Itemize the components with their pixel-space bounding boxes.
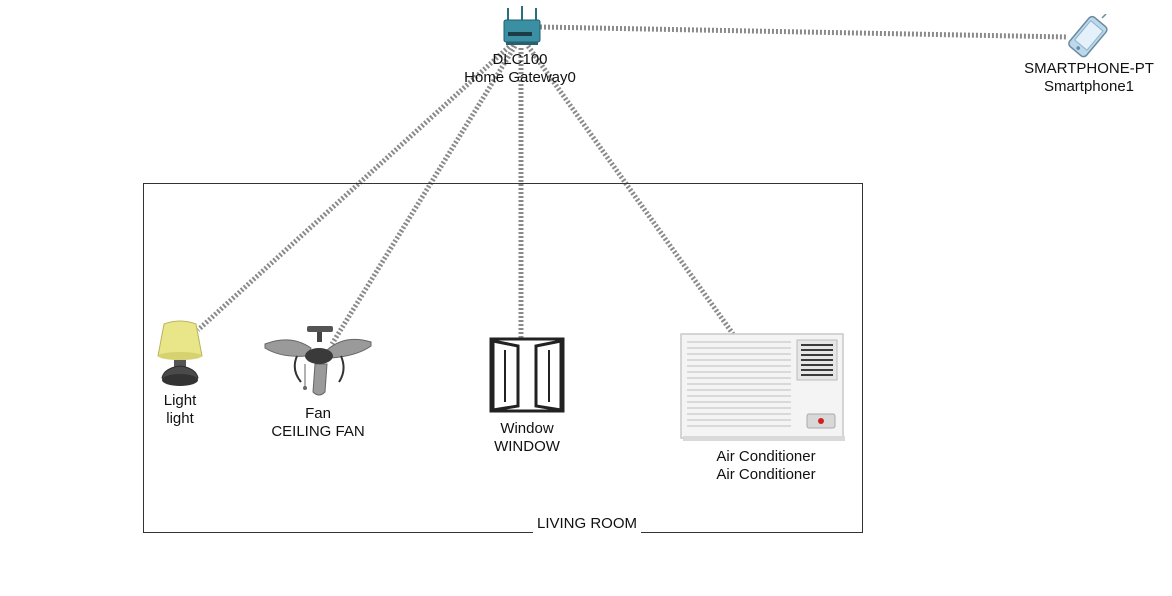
home-gateway[interactable] <box>502 6 542 48</box>
ac-device[interactable] <box>679 332 847 444</box>
window-device[interactable] <box>488 336 566 414</box>
gateway-model: DLC100 <box>492 51 548 68</box>
smartphone-label: SMARTPHONE-PT Smartphone1 <box>1024 60 1154 96</box>
light-device[interactable] <box>150 318 210 392</box>
home-gateway-icon <box>503 6 541 45</box>
window-name: WINDOW <box>494 438 560 455</box>
living-room-cluster[interactable] <box>143 183 863 533</box>
light-model: Light <box>163 392 197 409</box>
smartphone[interactable] <box>1062 13 1114 60</box>
link-gateway-ac <box>525 44 736 336</box>
light-label: Light light <box>164 392 197 428</box>
ac-model: Air Conditioner <box>716 448 816 465</box>
light-name: light <box>166 410 194 427</box>
gateway-name: Home Gateway0 <box>464 69 576 86</box>
cluster-label: LIVING ROOM <box>533 514 642 534</box>
smartphone-model: SMARTPHONE-PT <box>1024 60 1154 77</box>
link-gateway-smartphone <box>539 24 1069 40</box>
fan-name: CEILING FAN <box>271 423 365 440</box>
window-label: Window WINDOW <box>494 420 560 456</box>
fan-model: Fan <box>305 405 331 422</box>
lamp-icon <box>157 320 203 386</box>
smartphone-name: Smartphone1 <box>1043 78 1135 95</box>
ac-label: Air Conditioner Air Conditioner <box>716 448 815 484</box>
ceiling-fan-icon <box>264 326 372 396</box>
link-gateway-light <box>196 42 514 332</box>
gateway-label: DLC100 Home Gateway0 <box>464 51 576 87</box>
smartphone-icon <box>1068 13 1108 58</box>
window-model: Window <box>500 420 554 437</box>
ac-name: Air Conditioner <box>716 466 816 483</box>
window-icon <box>489 337 565 413</box>
fan-device[interactable] <box>261 326 375 400</box>
air-conditioner-icon <box>680 333 845 441</box>
fan-label: Fan CEILING FAN <box>271 405 364 441</box>
